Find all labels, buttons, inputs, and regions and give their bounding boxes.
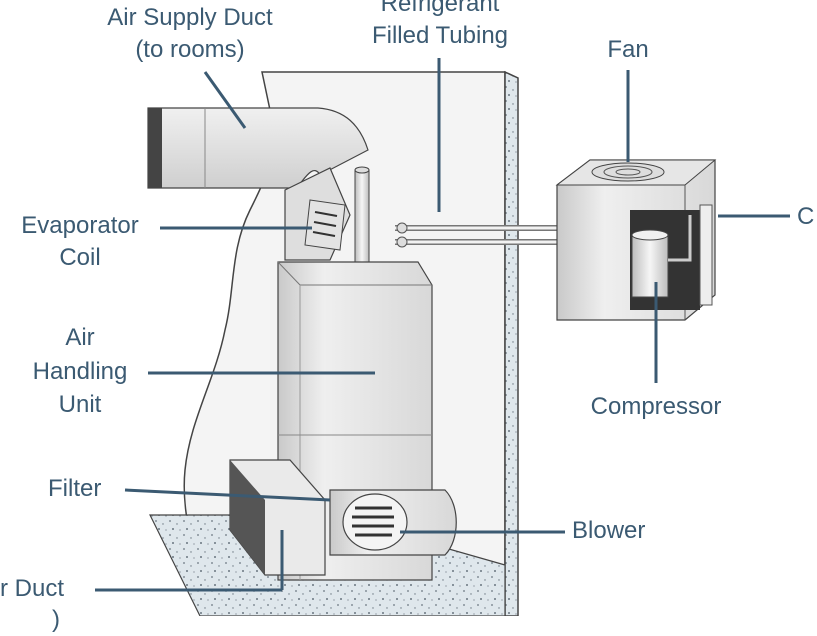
refrigerant-label-line1: Refrigerant [380, 0, 500, 17]
hvac-diagram [95, 58, 790, 616]
air-supply-duct-label: Air Supply Duct [107, 4, 273, 31]
compressor-label: Compressor [590, 393, 722, 420]
return-duct-sublabel-partial: ) [52, 606, 60, 633]
fan-label: Fan [607, 36, 649, 63]
return-duct-label-partial: r Duct [0, 575, 65, 602]
air-handling-label-line3: Unit [58, 391, 102, 418]
filter [229, 459, 326, 576]
blower [329, 489, 457, 556]
evaporator-coil [304, 199, 346, 251]
refrigerant-tubing [395, 222, 570, 248]
leader-air-supply-duct [203, 71, 247, 129]
evaporator-label-line1: Evaporator [21, 212, 139, 239]
air-handling-label-line2: Handling [32, 358, 128, 385]
condenser-unit [555, 159, 717, 321]
leader-lines [95, 58, 790, 592]
leader-filter [124, 488, 331, 502]
refrigerant-label-line2: Filled Tubing [371, 22, 509, 49]
filter-label: Filter [48, 475, 102, 502]
air-handling-label-line1: Air [65, 324, 95, 351]
condenser-label-partial: C [797, 203, 815, 230]
blower-label: Blower [572, 517, 646, 544]
evaporator-label-line2: Coil [59, 244, 101, 271]
air-supply-duct-sublabel: (to rooms) [135, 36, 245, 63]
